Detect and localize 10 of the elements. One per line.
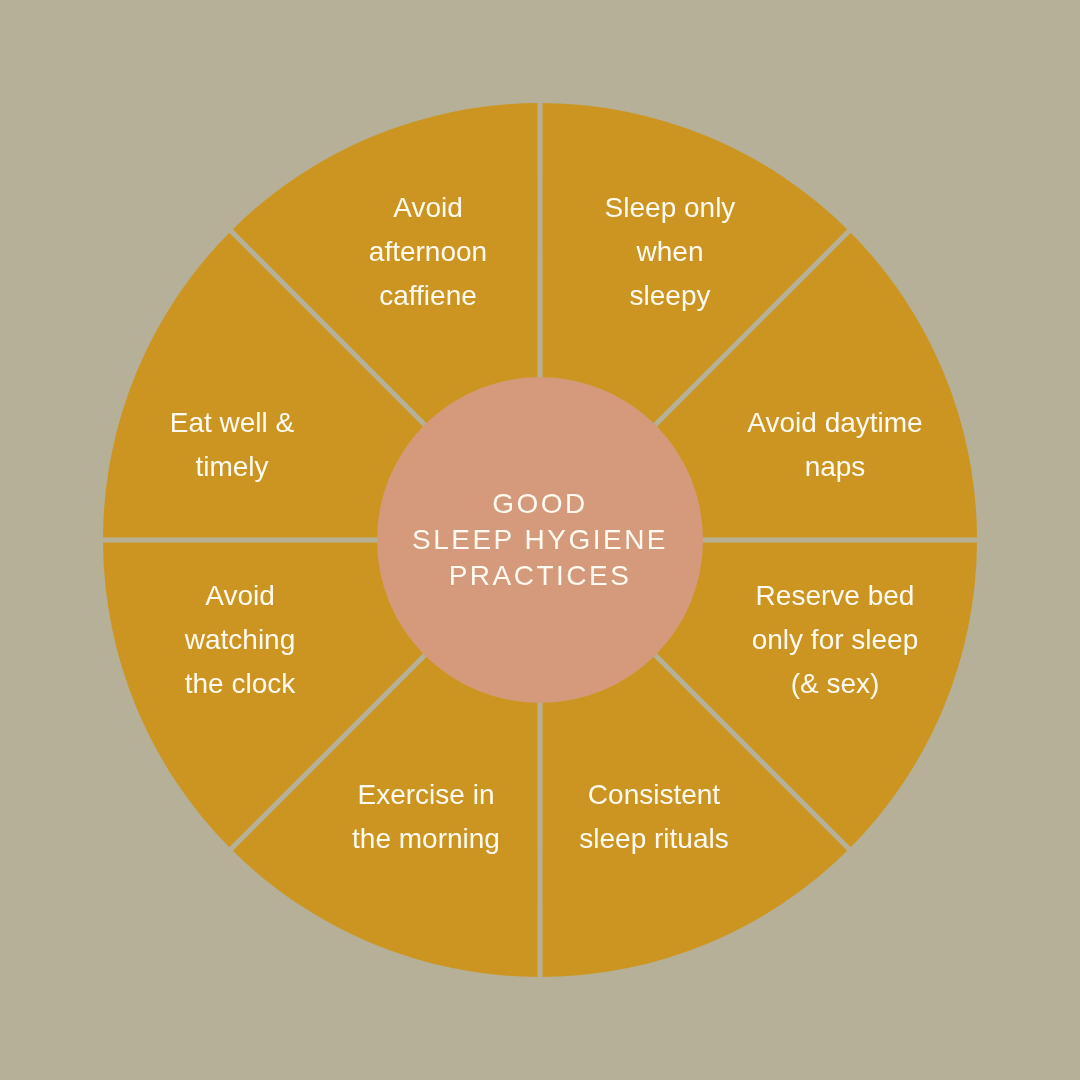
segment-label: Avoid daytime naps (746, 406, 924, 484)
segment-label: Exercise in the morning (351, 778, 501, 856)
segment-label: Reserve bed only for sleep (& sex) (750, 579, 920, 701)
segment-label: Eat well & timely (168, 406, 296, 484)
segment-label: Consistent sleep rituals (578, 778, 730, 856)
segment-label: Sleep only when sleepy (603, 191, 737, 313)
hub-title: GOOD SLEEP HYGIENE PRACTICES (410, 487, 670, 593)
segment-label: Avoid afternoon caffiene (367, 191, 489, 313)
segment-label: Avoid watching the clock (183, 579, 297, 701)
wheel-segment (232, 656, 538, 977)
